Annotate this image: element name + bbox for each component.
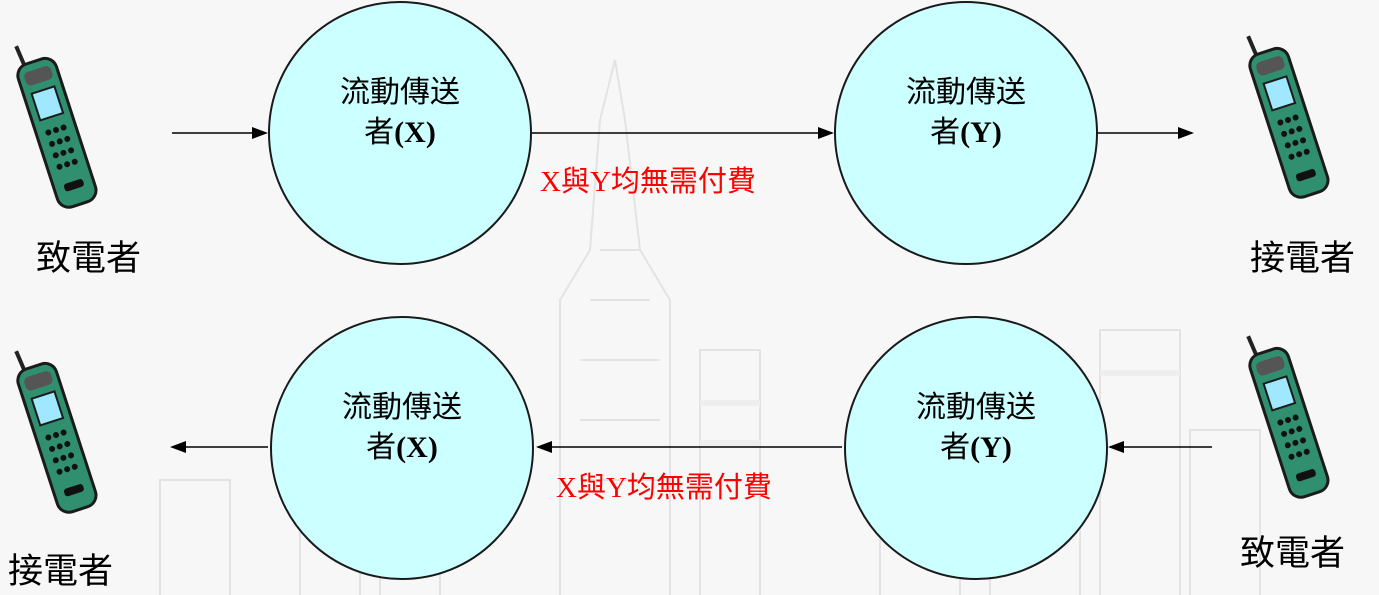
caller-label-top: 致電者	[36, 239, 142, 279]
node-y-top-line1: 流動傳送	[906, 76, 1026, 109]
mobile-phone-icon	[1246, 35, 1330, 199]
node-x-bottom-line2: 者(X)	[366, 431, 438, 464]
node-x-top-line2: 者(X)	[364, 116, 436, 149]
mobile-phone-icon	[1246, 335, 1330, 499]
node-operator-x-bottom: 流動傳送 者(X)	[270, 316, 534, 580]
node-operator-y-top: 流動傳送 者(Y)	[834, 1, 1098, 265]
mobile-phone-icon	[14, 45, 98, 209]
receiver-label-top: 接電者	[1250, 239, 1356, 279]
node-y-bottom-line1: 流動傳送	[916, 391, 1036, 424]
node-operator-x-top: 流動傳送 者(X)	[268, 1, 532, 265]
node-x-bottom-line1: 流動傳送	[342, 391, 462, 424]
edge-label-top: X與Y均無需付費	[540, 166, 756, 198]
node-operator-y-bottom: 流動傳送 者(Y)	[844, 316, 1108, 580]
mobile-phone-icon	[14, 350, 98, 514]
node-y-top-line2: 者(Y)	[930, 116, 1002, 149]
receiver-label-bottom: 接電者	[8, 552, 114, 592]
node-y-bottom-line2: 者(Y)	[940, 431, 1012, 464]
caller-label-bottom: 致電者	[1240, 534, 1346, 574]
node-x-top-line1: 流動傳送	[340, 76, 460, 109]
edge-label-bottom: X與Y均無需付費	[556, 472, 772, 504]
